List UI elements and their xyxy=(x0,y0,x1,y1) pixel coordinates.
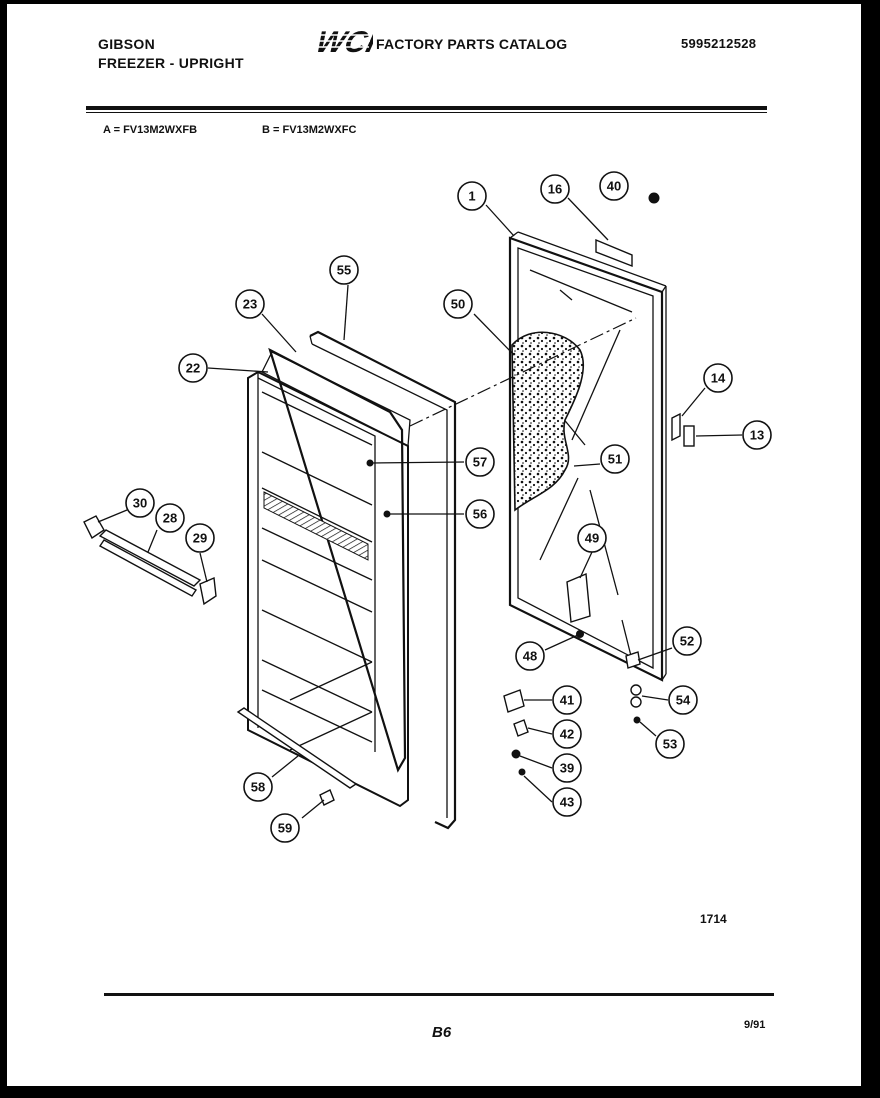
callout-30: 30 xyxy=(125,488,155,518)
callout-39: 39 xyxy=(552,753,582,783)
svg-text:43: 43 xyxy=(560,795,574,810)
callout-22: 22 xyxy=(178,353,208,383)
callout-42: 42 xyxy=(552,719,582,749)
callout-53: 53 xyxy=(655,729,685,759)
washer-54 xyxy=(630,684,642,696)
svg-text:49: 49 xyxy=(585,531,599,546)
svg-text:59: 59 xyxy=(278,821,292,836)
handle-bracket xyxy=(566,572,591,623)
brand-name: GIBSON xyxy=(98,36,156,52)
bracket-16 xyxy=(595,238,633,268)
callout-41: 41 xyxy=(552,685,582,715)
hinge-41 xyxy=(503,689,525,713)
svg-text:40: 40 xyxy=(607,179,621,194)
product-type: FREEZER - UPRIGHT xyxy=(98,55,244,71)
svg-text:52: 52 xyxy=(680,634,694,649)
footer-rule xyxy=(104,993,774,996)
bracket-52 xyxy=(625,651,641,669)
callout-49: 49 xyxy=(577,523,607,553)
wci-logo: WCI xyxy=(313,26,373,56)
screw-40 xyxy=(648,192,660,204)
svg-text:58: 58 xyxy=(251,780,265,795)
callout-43: 43 xyxy=(552,787,582,817)
svg-text:42: 42 xyxy=(560,727,574,742)
hinge-pin-14 xyxy=(671,412,681,442)
screw-48 xyxy=(576,630,584,638)
callout-1: 1 xyxy=(457,181,487,211)
drawing-number: 1714 xyxy=(700,912,727,926)
foam-insulation xyxy=(511,331,585,512)
callout-16: 16 xyxy=(540,174,570,204)
svg-text:14: 14 xyxy=(711,371,726,386)
header-rule xyxy=(86,106,767,110)
screw-43 xyxy=(518,768,526,776)
callout-56: 56 xyxy=(465,499,495,529)
svg-text:30: 30 xyxy=(133,496,147,511)
callout-51: 51 xyxy=(600,444,630,474)
svg-text:48: 48 xyxy=(523,649,537,664)
svg-text:57: 57 xyxy=(473,455,487,470)
model-b-label: B = FV13M2WXFC xyxy=(262,124,357,136)
svg-text:51: 51 xyxy=(608,452,622,467)
callout-13: 13 xyxy=(742,420,772,450)
screw-56 xyxy=(383,510,391,518)
svg-text:29: 29 xyxy=(193,531,207,546)
catalog-number: 5995212528 xyxy=(681,36,757,51)
svg-text:1: 1 xyxy=(468,189,475,204)
callout-28: 28 xyxy=(155,503,185,533)
leader-lines xyxy=(97,197,743,819)
svg-text:41: 41 xyxy=(560,693,574,708)
callout-57: 57 xyxy=(465,447,495,477)
callout-52: 52 xyxy=(672,626,702,656)
header-rule-thin xyxy=(86,112,767,113)
door-gasket xyxy=(309,330,457,830)
callout-48: 48 xyxy=(515,641,545,671)
washer-39 xyxy=(511,749,521,759)
callout-23: 23 xyxy=(235,289,265,319)
svg-text:39: 39 xyxy=(560,761,574,776)
shelf-rail xyxy=(83,515,217,606)
callout-58: 58 xyxy=(243,772,273,802)
svg-text:54: 54 xyxy=(676,693,691,708)
callout-14: 14 xyxy=(703,363,733,393)
model-a-label: A = FV13M2WXFB xyxy=(103,124,198,136)
callout-59: 59 xyxy=(270,813,300,843)
catalog-title: FACTORY PARTS CATALOG xyxy=(376,36,568,52)
svg-text:28: 28 xyxy=(163,511,177,526)
washer-54b xyxy=(630,696,642,708)
svg-text:16: 16 xyxy=(548,182,562,197)
callout-50: 50 xyxy=(443,289,473,319)
callout-54: 54 xyxy=(668,685,698,715)
svg-text:50: 50 xyxy=(451,297,465,312)
catalog-date: 9/91 xyxy=(744,1019,766,1031)
catalog-page xyxy=(7,4,861,1086)
svg-text:13: 13 xyxy=(750,428,764,443)
callout-29: 29 xyxy=(185,523,215,553)
assembly-line xyxy=(409,317,637,427)
page-number: B6 xyxy=(432,1024,452,1041)
callout-40: 40 xyxy=(599,171,629,201)
svg-text:22: 22 xyxy=(186,361,200,376)
svg-text:23: 23 xyxy=(243,297,257,312)
inner-door-liner xyxy=(247,347,411,808)
hinge-13 xyxy=(683,425,695,447)
callout-55: 55 xyxy=(329,255,359,285)
hinge-42 xyxy=(513,719,529,737)
svg-text:53: 53 xyxy=(663,737,677,752)
svg-text:56: 56 xyxy=(473,507,487,522)
bottom-rail xyxy=(236,707,358,806)
svg-text:55: 55 xyxy=(337,263,351,278)
screw-53 xyxy=(633,716,641,724)
